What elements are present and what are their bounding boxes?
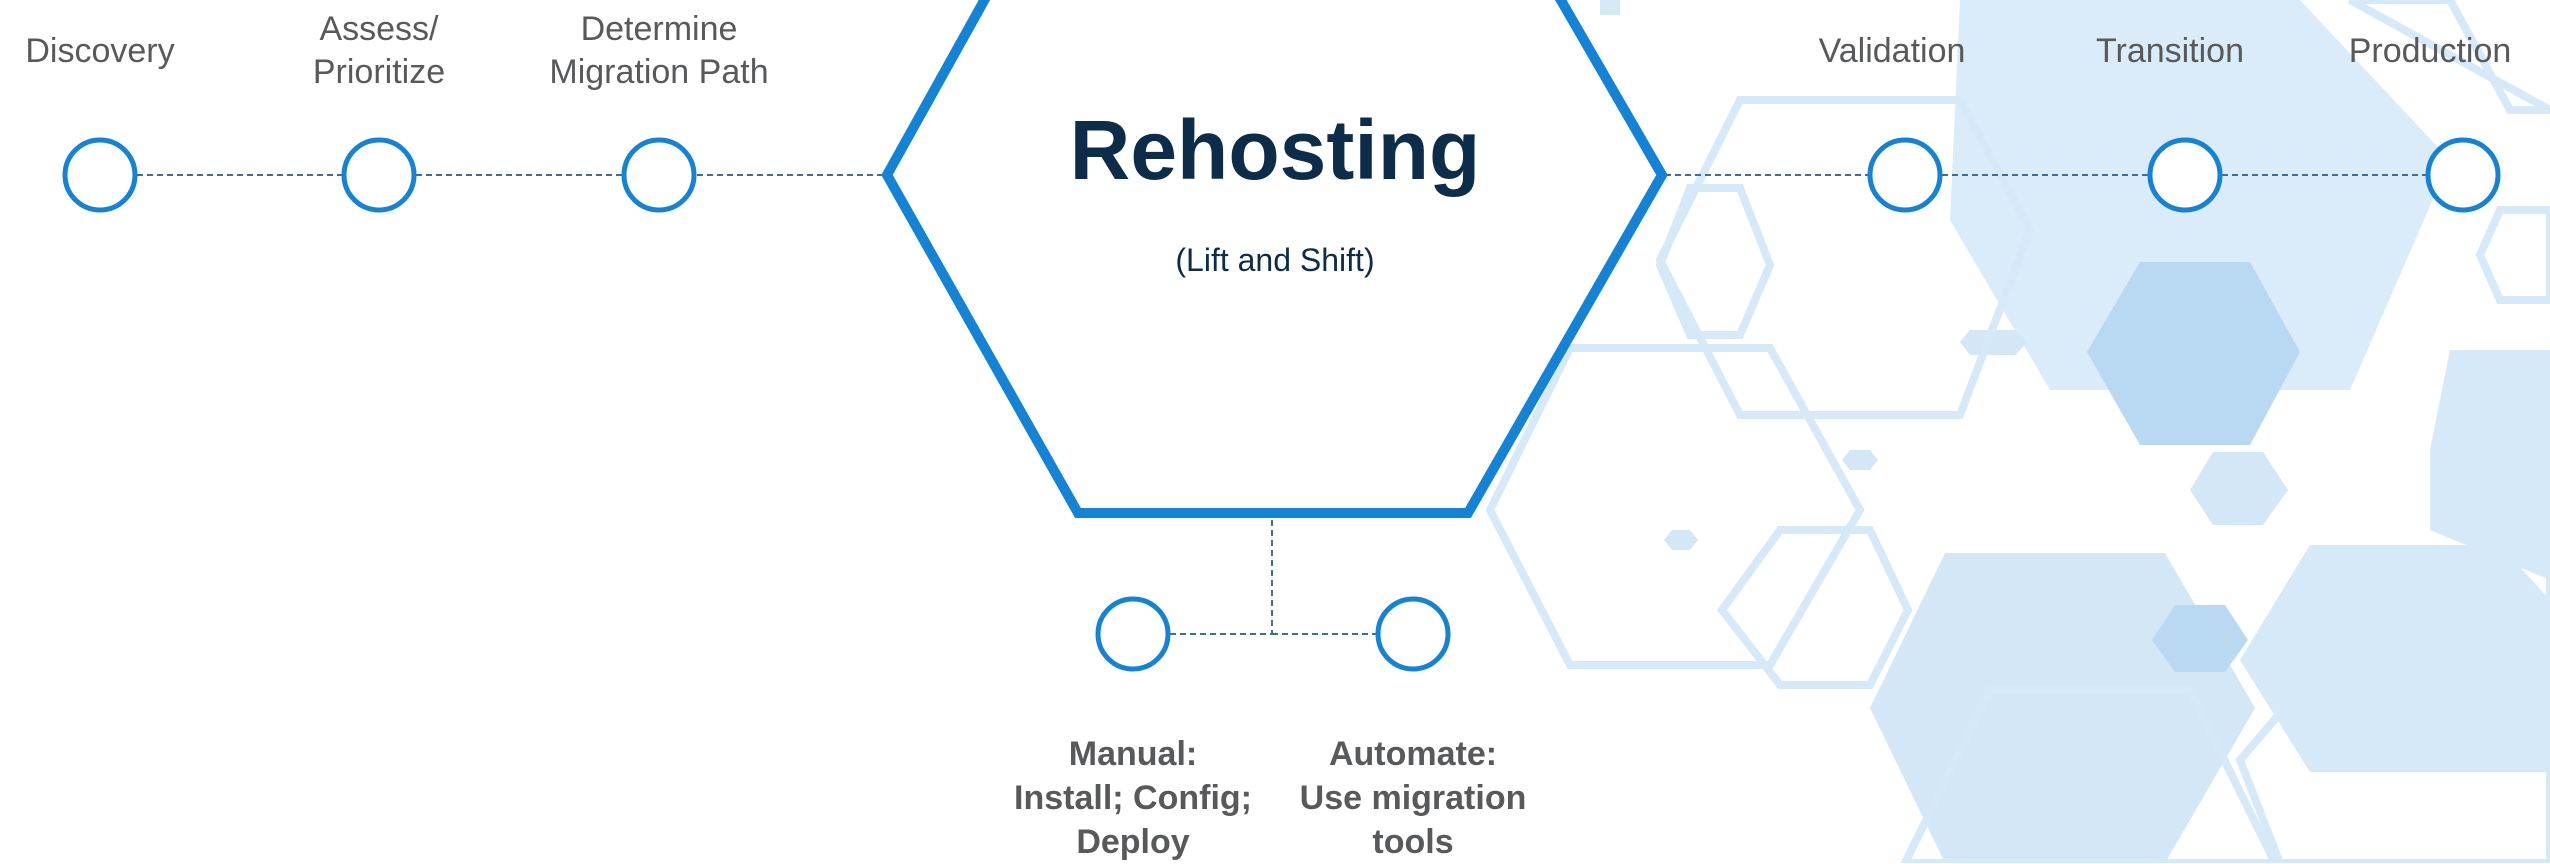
decor-hex-filled [1600,0,1620,15]
step-label-determine: Determine Migration Path [549,10,769,91]
sub-label-manual: Manual: Install; Config; Deploy [1014,735,1252,861]
step-label-validation: Validation [1818,32,1966,70]
decor-hex-outline [1655,184,1775,339]
step-node-validation[interactable] [1867,137,1943,213]
step-label-production: Production [2348,32,2512,70]
step-label-transition: Transition [2095,32,2245,70]
decor-hex-filled [2430,350,2550,580]
sub-label-automate: Automate: Use migration tools [1299,735,1527,861]
decor-hex-outline [2235,651,2550,863]
sub-node-automate[interactable] [1375,596,1451,672]
step-node-transition[interactable] [2147,137,2223,213]
decor-hex-outline [2348,0,2550,114]
center-subtitle: (Lift and Shift) [1175,242,1375,278]
step-node-assess[interactable] [341,137,417,213]
step-node-discovery[interactable] [62,137,138,213]
rehosting-hexagon [881,0,1668,518]
decor-hex-filled [2087,262,2300,445]
step-node-production[interactable] [2425,137,2501,213]
decor-hex-outline [1717,526,1913,689]
decor-hex-outline [2425,556,2550,744]
decor-hex-outline [2475,206,2550,304]
decor-hex-outline [1900,686,2280,863]
step-label-assess: Assess/ Prioritize [312,10,446,91]
decor-hex-filled [1664,530,1698,550]
center-title: Rehosting [1069,103,1481,197]
decor-hex-filled [1842,450,1878,470]
decor-hex-filled [2152,605,2248,672]
decor-hex-filled [2190,452,2288,525]
sub-node-manual[interactable] [1095,596,1171,672]
decor-hex-outline [1485,344,1865,669]
step-label-discovery: Discovery [25,32,175,70]
decorative-hexagons [1485,0,2550,863]
step-node-determine[interactable] [621,137,697,213]
